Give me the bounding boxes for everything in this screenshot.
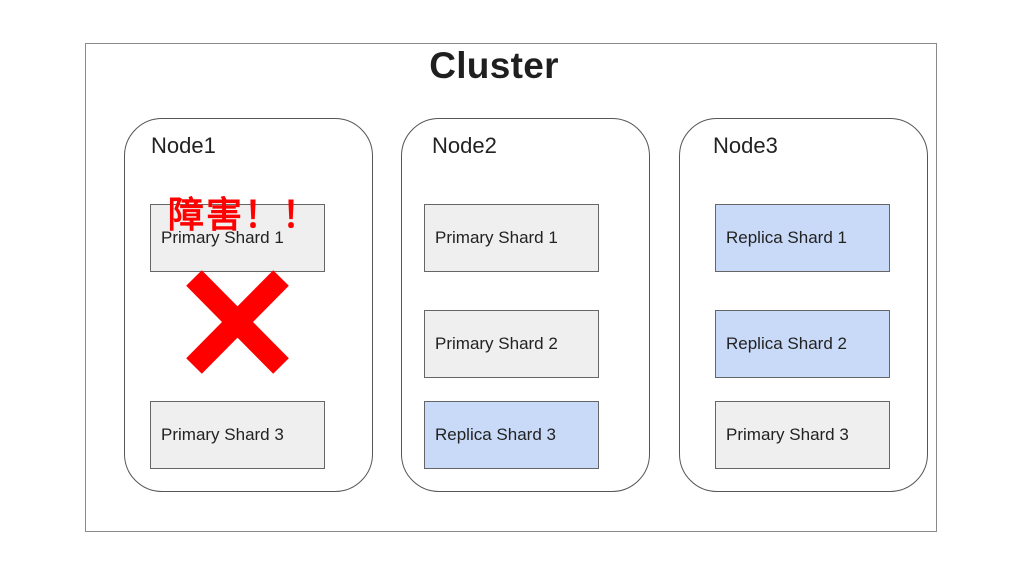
failure-label: 障害！！ (168, 195, 321, 236)
node-1-label: Node1 (151, 133, 216, 158)
node-2-shard-primary-1: Primary Shard 1 (424, 204, 599, 272)
node-2-label: Node2 (432, 133, 497, 158)
node-1-shard-primary-3: Primary Shard 3 (150, 401, 325, 469)
node-3-shard-replica-1: Replica Shard 1 (715, 204, 890, 272)
cluster-title: Cluster (429, 45, 559, 86)
node-2-shard-primary-2: Primary Shard 2 (424, 310, 599, 378)
node-3-label: Node3 (713, 133, 778, 158)
node-3-shard-replica-2: Replica Shard 2 (715, 310, 890, 378)
node-3-shard-primary-3: Primary Shard 3 (715, 401, 890, 469)
node-1-shard-primary-1: Primary Shard 1 (150, 204, 325, 272)
node-2-shard-replica-3: Replica Shard 3 (424, 401, 599, 469)
cross-mark-icon (186, 270, 289, 374)
